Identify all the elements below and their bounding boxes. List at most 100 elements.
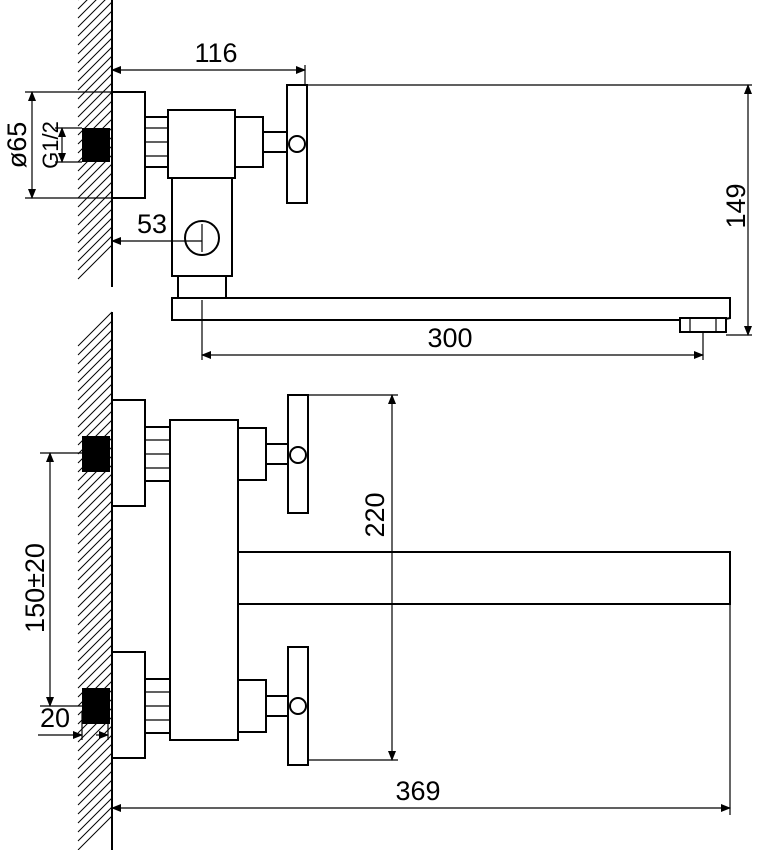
hatch-line bbox=[77, 235, 113, 271]
dim-label-150: 150±20 bbox=[20, 543, 50, 633]
hatch-line bbox=[77, 244, 113, 280]
hatch-line bbox=[77, 635, 113, 671]
dim-label-20: 20 bbox=[40, 703, 70, 733]
handle-stem-top bbox=[234, 116, 264, 168]
dim-label-g12: G1/2 bbox=[38, 121, 63, 169]
top-view: 116 149 300 53 ø65 G1/2 bbox=[2, 0, 752, 360]
hatch-line bbox=[77, 356, 113, 392]
aerator-top bbox=[679, 317, 727, 333]
hatch-line bbox=[77, 590, 113, 626]
wall-flange-top bbox=[111, 91, 146, 199]
hatch-line bbox=[77, 563, 113, 599]
thread-inlet-top bbox=[82, 128, 110, 162]
hatch-line bbox=[77, 581, 113, 617]
hatch-line bbox=[77, 64, 113, 100]
hatch-line bbox=[77, 608, 113, 644]
hatch-line bbox=[77, 208, 113, 244]
hatch-line bbox=[77, 55, 113, 91]
hatch-line bbox=[77, 338, 113, 374]
dim-label-300: 300 bbox=[427, 323, 472, 353]
hatch-line bbox=[77, 536, 113, 572]
hatch-line bbox=[77, 374, 113, 410]
hatch-line bbox=[77, 347, 113, 383]
hatch-line bbox=[77, 500, 113, 536]
hatch-line bbox=[77, 73, 113, 109]
handle-cap-lower bbox=[289, 697, 307, 715]
hatch-line bbox=[77, 491, 113, 527]
spout-swivel-top bbox=[177, 275, 227, 299]
handle-cap-top bbox=[288, 135, 306, 153]
hatch-line bbox=[77, 365, 113, 401]
hatch-line bbox=[77, 28, 113, 64]
dim-label-149: 149 bbox=[721, 183, 751, 228]
hatch-line bbox=[77, 473, 113, 509]
handle-neck-upper bbox=[265, 443, 289, 465]
hatch-line bbox=[77, 554, 113, 590]
hatch-line bbox=[77, 527, 113, 563]
hatch-line bbox=[77, 1, 113, 37]
wall-flange-upper bbox=[111, 399, 146, 507]
hatch-line bbox=[77, 163, 113, 199]
handle-neck-top bbox=[262, 131, 288, 153]
hatch-line bbox=[77, 82, 113, 118]
mixer-body-front bbox=[169, 419, 239, 741]
hatch-line bbox=[77, 806, 113, 842]
hatch-line bbox=[77, 572, 113, 608]
hatch-line bbox=[77, 172, 113, 208]
wall-hatch-front bbox=[77, 311, 113, 850]
hatch-line bbox=[77, 509, 113, 545]
hatch-line bbox=[77, 752, 113, 788]
hatch-line bbox=[77, 797, 113, 833]
hatch-line bbox=[77, 320, 113, 356]
hatch-line bbox=[77, 311, 113, 347]
dim-label-116: 116 bbox=[194, 38, 237, 68]
hatch-line bbox=[77, 0, 106, 28]
spout-top bbox=[171, 297, 731, 321]
hatch-line bbox=[77, 37, 113, 73]
spout-front bbox=[237, 551, 731, 605]
hatch-line bbox=[77, 190, 113, 226]
wall-flange-lower bbox=[111, 651, 146, 759]
dim-label-65: ø65 bbox=[2, 122, 32, 169]
hatch-line bbox=[77, 815, 113, 850]
handle-stem-upper bbox=[237, 427, 267, 481]
hatch-line bbox=[77, 199, 113, 235]
hatch-line bbox=[77, 482, 113, 518]
hatch-line bbox=[77, 46, 113, 82]
handle-cap-upper bbox=[289, 446, 307, 464]
hatch-line bbox=[77, 788, 113, 824]
hatch-line bbox=[77, 0, 97, 19]
mixer-body-top bbox=[167, 109, 236, 179]
front-view: 220 150±20 20 369 bbox=[20, 311, 731, 850]
dim-label-220: 220 bbox=[360, 492, 390, 537]
hatch-line bbox=[77, 743, 113, 779]
dim-label-53: 53 bbox=[137, 209, 167, 239]
hatch-line bbox=[77, 770, 113, 806]
hatch-line bbox=[77, 518, 113, 554]
hatch-line bbox=[77, 725, 113, 761]
hatch-line bbox=[77, 734, 113, 770]
hatch-line bbox=[77, 653, 113, 689]
hatch-line bbox=[77, 217, 113, 253]
handle-neck-lower bbox=[265, 695, 289, 717]
hatch-line bbox=[77, 626, 113, 662]
hatch-line bbox=[77, 617, 113, 653]
thread-inlet-upper bbox=[82, 436, 110, 472]
hatch-line bbox=[77, 392, 113, 428]
hatch-line bbox=[77, 226, 113, 262]
handle-stem-lower bbox=[237, 679, 267, 733]
hatch-line bbox=[77, 329, 113, 365]
hatch-line bbox=[77, 779, 113, 815]
hatch-line bbox=[77, 599, 113, 635]
hatch-line bbox=[77, 181, 113, 217]
hatch-line bbox=[77, 91, 113, 127]
hatch-line bbox=[77, 0, 88, 10]
hatch-line bbox=[77, 545, 113, 581]
thread-inlet-lower bbox=[82, 688, 110, 724]
dim-label-369: 369 bbox=[395, 776, 440, 806]
hatch-line bbox=[77, 10, 113, 46]
hatch-line bbox=[77, 19, 113, 55]
hatch-line bbox=[77, 383, 113, 419]
hatch-line bbox=[77, 644, 113, 680]
